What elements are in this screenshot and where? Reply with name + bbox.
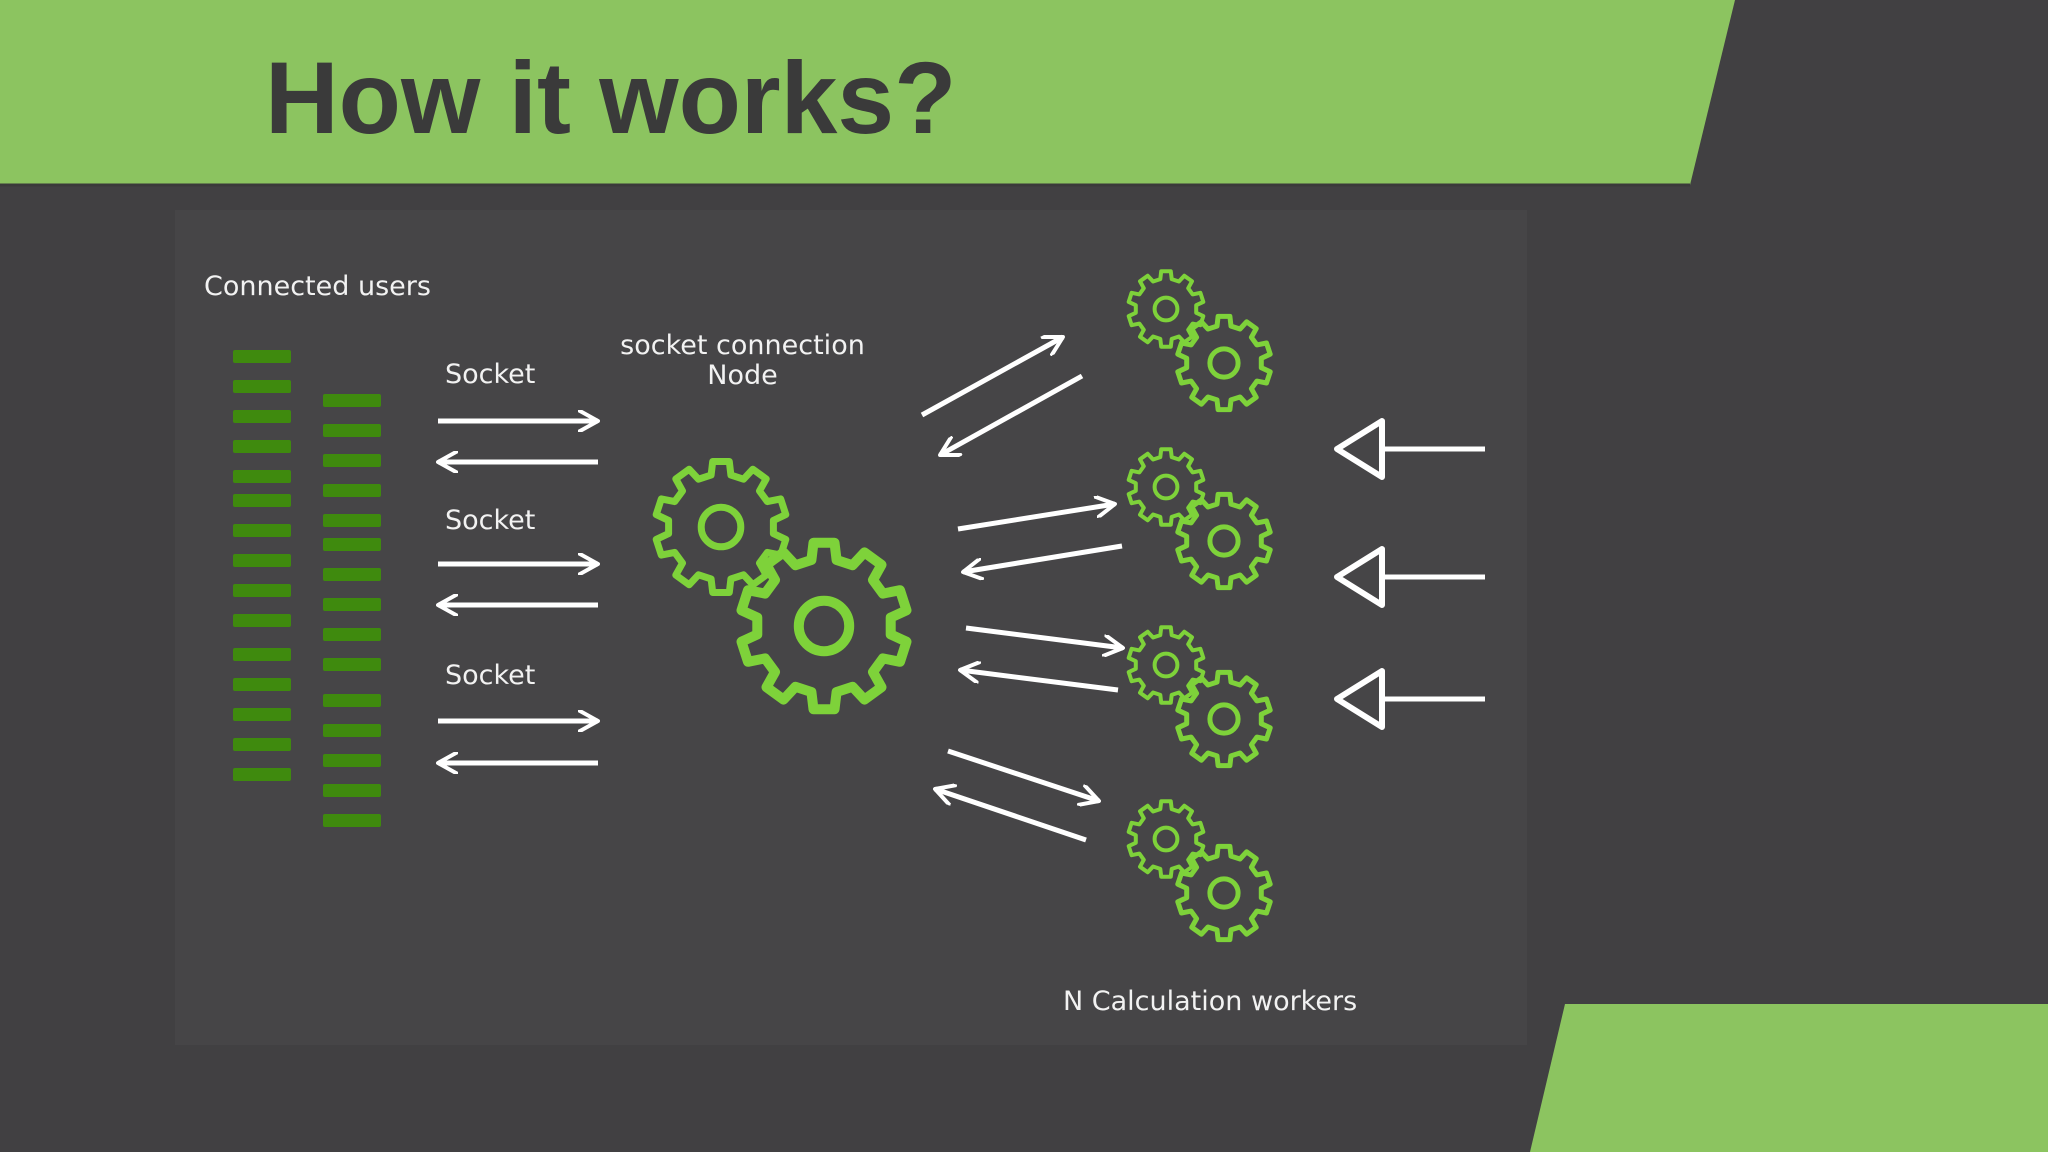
user-bar: [323, 724, 381, 737]
gear-icon: [1175, 313, 1273, 413]
user-bar: [323, 394, 381, 407]
user-bar: [233, 708, 291, 721]
triangle-arrow-icon: [1334, 668, 1485, 730]
user-bar: [323, 484, 381, 497]
user-bar: [233, 470, 291, 483]
user-bar: [233, 380, 291, 393]
node-label-line2: Node: [707, 360, 778, 391]
header-banner: [0, 0, 1735, 185]
triangle-arrow-icon: [1334, 418, 1485, 480]
slide-title: How it works?: [265, 41, 957, 155]
worker-arrow-out-1: [920, 334, 1063, 418]
gear-icon: [1126, 799, 1206, 879]
user-bar: [233, 648, 291, 661]
user-bar: [323, 598, 381, 611]
worker-arrow-out-4: [947, 748, 1099, 801]
user-bar: [323, 424, 381, 437]
user-bar: [233, 768, 291, 781]
gear-icon: [1175, 843, 1273, 943]
socket-label-1: Socket: [445, 359, 536, 390]
node-label-line1: socket connection: [620, 330, 865, 361]
user-bar: [323, 628, 381, 641]
user-bar: [233, 350, 291, 363]
user-bar: [323, 514, 381, 527]
triangle-arrow-icon: [1334, 546, 1485, 608]
connected-users-bars: [233, 350, 381, 827]
user-bar: [233, 678, 291, 691]
user-bar: [233, 524, 291, 537]
user-bar: [323, 538, 381, 551]
worker-arrow-in-3: [960, 670, 1119, 693]
user-bar: [233, 738, 291, 751]
user-bar: [233, 554, 291, 567]
socket-label-2: Socket: [445, 505, 536, 536]
user-bar: [233, 614, 291, 627]
gear-icon: [1126, 447, 1206, 527]
user-bar: [323, 814, 381, 827]
user-bar: [233, 584, 291, 597]
worker-arrow-out-3: [965, 625, 1123, 648]
user-bar: [233, 410, 291, 423]
gear-icon: [652, 458, 790, 596]
gear-icon: [1175, 491, 1273, 591]
input-arrows: [1334, 418, 1485, 730]
user-bar: [323, 694, 381, 707]
worker-arrows: [920, 334, 1123, 843]
worker-arrow-in-2: [963, 543, 1123, 572]
socket-arrows: [438, 421, 598, 763]
socket-label-3: Socket: [445, 660, 536, 691]
user-bar: [233, 440, 291, 453]
gear-icon: [736, 537, 912, 715]
user-bar: [323, 658, 381, 671]
worker-arrow-in-4: [935, 789, 1087, 843]
gears: [652, 269, 1273, 943]
workers-label: N Calculation workers: [1063, 986, 1358, 1017]
corner-accent: [1530, 1004, 2048, 1152]
user-bar: [323, 784, 381, 797]
user-bar: [323, 454, 381, 467]
worker-arrow-out-2: [957, 504, 1115, 532]
user-bar: [323, 754, 381, 767]
worker-arrow-in-1: [940, 373, 1084, 458]
gear-icon: [1175, 669, 1273, 769]
gear-icon: [1126, 269, 1206, 349]
user-bar: [323, 568, 381, 581]
gear-icon: [1126, 625, 1206, 705]
connected-users-label: Connected users: [204, 271, 431, 302]
user-bar: [233, 494, 291, 507]
